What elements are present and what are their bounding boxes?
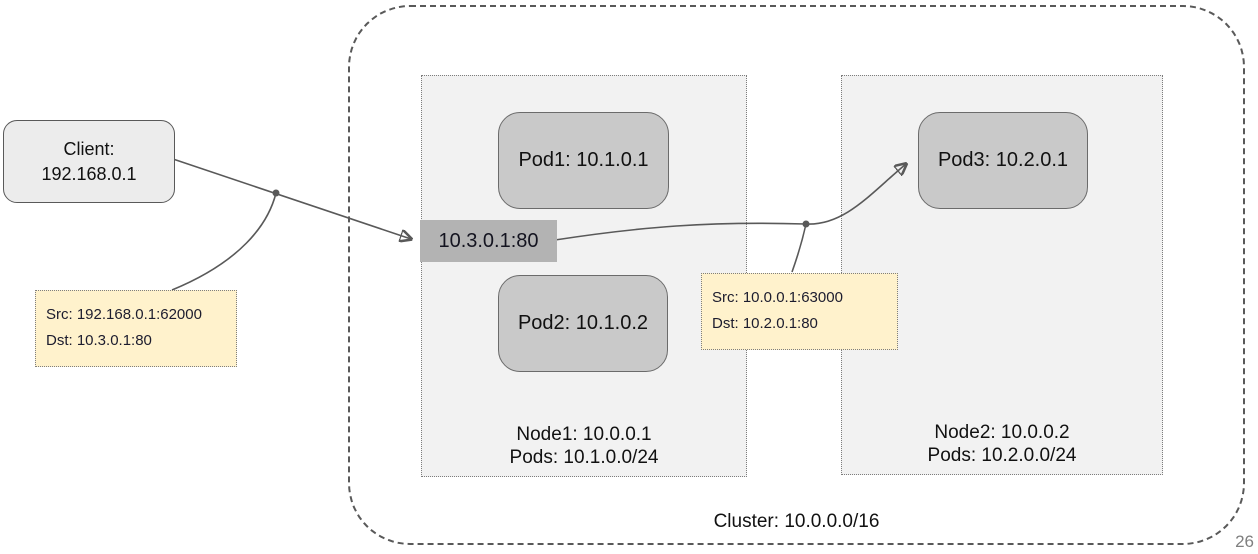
node2-title: Node2: 10.0.0.2	[934, 421, 1070, 443]
packet-note-1: Src: 192.168.0.1:62000 Dst: 10.3.0.1:80	[35, 290, 237, 367]
service-vip-label: 10.3.0.1:80	[420, 220, 557, 262]
node1-subtitle: Pods: 10.1.0.0/24	[509, 447, 659, 469]
note2-src: Src: 10.0.0.1:63000	[712, 289, 843, 306]
pod1-box: Pod1: 10.1.0.1	[498, 112, 669, 209]
note1-dst: Dst: 10.3.0.1:80	[46, 331, 152, 349]
pod2-box: Pod2: 10.1.0.2	[498, 275, 668, 372]
branch-to-note1-line	[171, 192, 277, 291]
cluster-label: Cluster: 10.0.0.0/16	[713, 511, 880, 532]
node1-label: Node1: 10.0.0.1 Pods: 10.1.0.0/24	[422, 423, 746, 471]
page-number: 26	[1235, 532, 1254, 551]
note1-src: Src: 192.168.0.1:62000	[46, 306, 202, 323]
node2-label: Node2: 10.0.0.2 Pods: 10.2.0.0/24	[842, 421, 1162, 469]
node1-title: Node1: 10.0.0.1	[516, 423, 652, 445]
client-box: Client: 192.168.0.1	[3, 120, 175, 203]
client-label-line1: Client:	[63, 139, 115, 160]
client-label-line2: 192.168.0.1	[41, 163, 137, 184]
cluster-boundary	[348, 5, 1245, 545]
note2-dst: Dst: 10.2.0.1:80	[712, 314, 818, 332]
packet-note-2: Src: 10.0.0.1:63000 Dst: 10.2.0.1:80	[701, 273, 898, 350]
node2-subtitle: Pods: 10.2.0.0/24	[927, 445, 1077, 467]
junction-dot-1	[272, 189, 280, 197]
pod3-box: Pod3: 10.2.0.1	[918, 112, 1088, 209]
